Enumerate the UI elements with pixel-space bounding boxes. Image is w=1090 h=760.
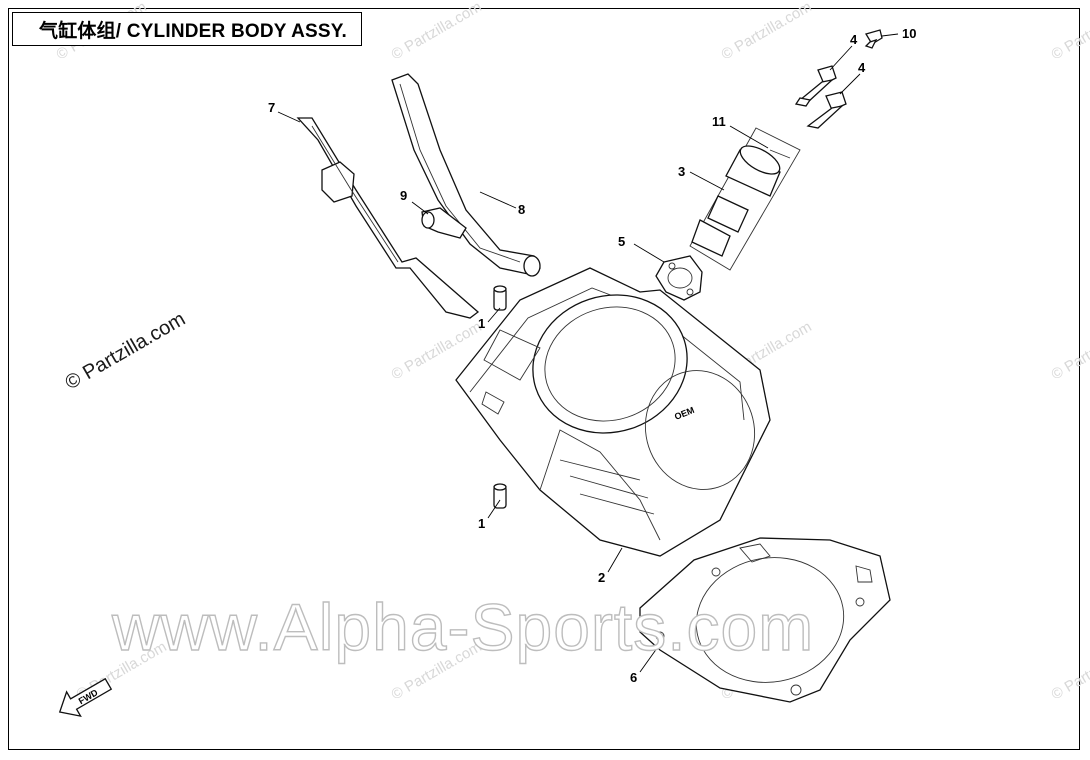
head-gasket bbox=[639, 537, 891, 703]
watermark-small: © Partzilla.com bbox=[1049, 0, 1090, 63]
watermark-small: © Partzilla.com bbox=[389, 0, 485, 63]
callout-5: 5 bbox=[618, 234, 625, 249]
leader-lines bbox=[277, 33, 899, 673]
small-bolt bbox=[864, 29, 883, 49]
cam-chain-tensioner bbox=[689, 127, 801, 271]
guide-pin bbox=[421, 207, 467, 239]
callout-6: 6 bbox=[630, 670, 637, 685]
diagram-title: 气缸体组/ CYLINDER BODY ASSY. bbox=[12, 12, 362, 46]
cylinder-body: OEM bbox=[455, 267, 771, 557]
watermark-site: www.Alpha-Sports.com bbox=[111, 590, 814, 664]
dowel-pin-upper bbox=[493, 285, 507, 311]
callout-4b: 4 bbox=[858, 60, 866, 75]
callout-1b: 1 bbox=[478, 516, 485, 531]
bolt-upper bbox=[794, 65, 837, 107]
callout-1a: 1 bbox=[478, 316, 485, 331]
callout-7: 7 bbox=[268, 100, 275, 115]
cam-chain-guide bbox=[296, 117, 480, 319]
callout-3: 3 bbox=[678, 164, 685, 179]
dowel-pin-lower bbox=[493, 483, 507, 509]
tensioner-guide bbox=[391, 73, 541, 277]
drawing-frame bbox=[8, 8, 1080, 750]
tensioner-gasket bbox=[655, 255, 703, 301]
callout-4a: 4 bbox=[850, 32, 858, 47]
callout-8: 8 bbox=[518, 202, 525, 217]
fwd-arrow: FWD bbox=[58, 677, 113, 718]
callout-labels: 1 1 2 3 4 4 5 6 7 8 9 10 11 bbox=[268, 26, 916, 685]
watermark-small: © Partzilla.com bbox=[1049, 638, 1090, 703]
callout-11: 11 bbox=[712, 114, 726, 129]
watermark-large: © Partzilla.com bbox=[62, 308, 190, 394]
callout-10: 10 bbox=[902, 26, 916, 41]
callout-2: 2 bbox=[598, 570, 605, 585]
watermark-small: © Partzilla.com bbox=[719, 0, 815, 63]
bolt-lower bbox=[806, 91, 847, 129]
watermark-small: © Partzilla.com bbox=[1049, 318, 1090, 383]
callout-9: 9 bbox=[400, 188, 407, 203]
